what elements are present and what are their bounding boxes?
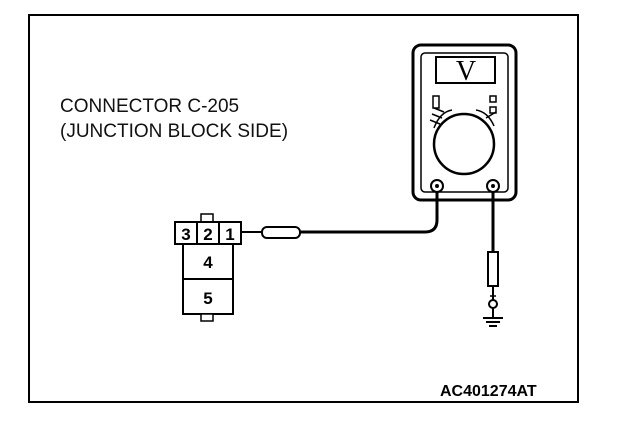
voltmeter-icon: V [411, 43, 518, 202]
connector-c205: 3 2 1 4 5 [174, 213, 242, 322]
connector-label-line2: (JUNCTION BLOCK SIDE) [60, 121, 289, 142]
pin-1-label: 1 [225, 225, 234, 244]
ground-lead [487, 192, 499, 318]
pin-2-label: 2 [203, 225, 212, 244]
pin-4-label: 4 [203, 253, 213, 272]
probe-icon [240, 226, 301, 239]
meter-symbol: V [456, 56, 476, 87]
probe-lead-wire [300, 192, 439, 234]
ground-symbol-icon [483, 317, 503, 327]
pin-5-label: 5 [203, 289, 212, 308]
connector-label-line1: CONNECTOR C-205 [60, 96, 240, 117]
pin-3-label: 3 [181, 225, 190, 244]
figure-code: AC401274AT [440, 383, 537, 400]
